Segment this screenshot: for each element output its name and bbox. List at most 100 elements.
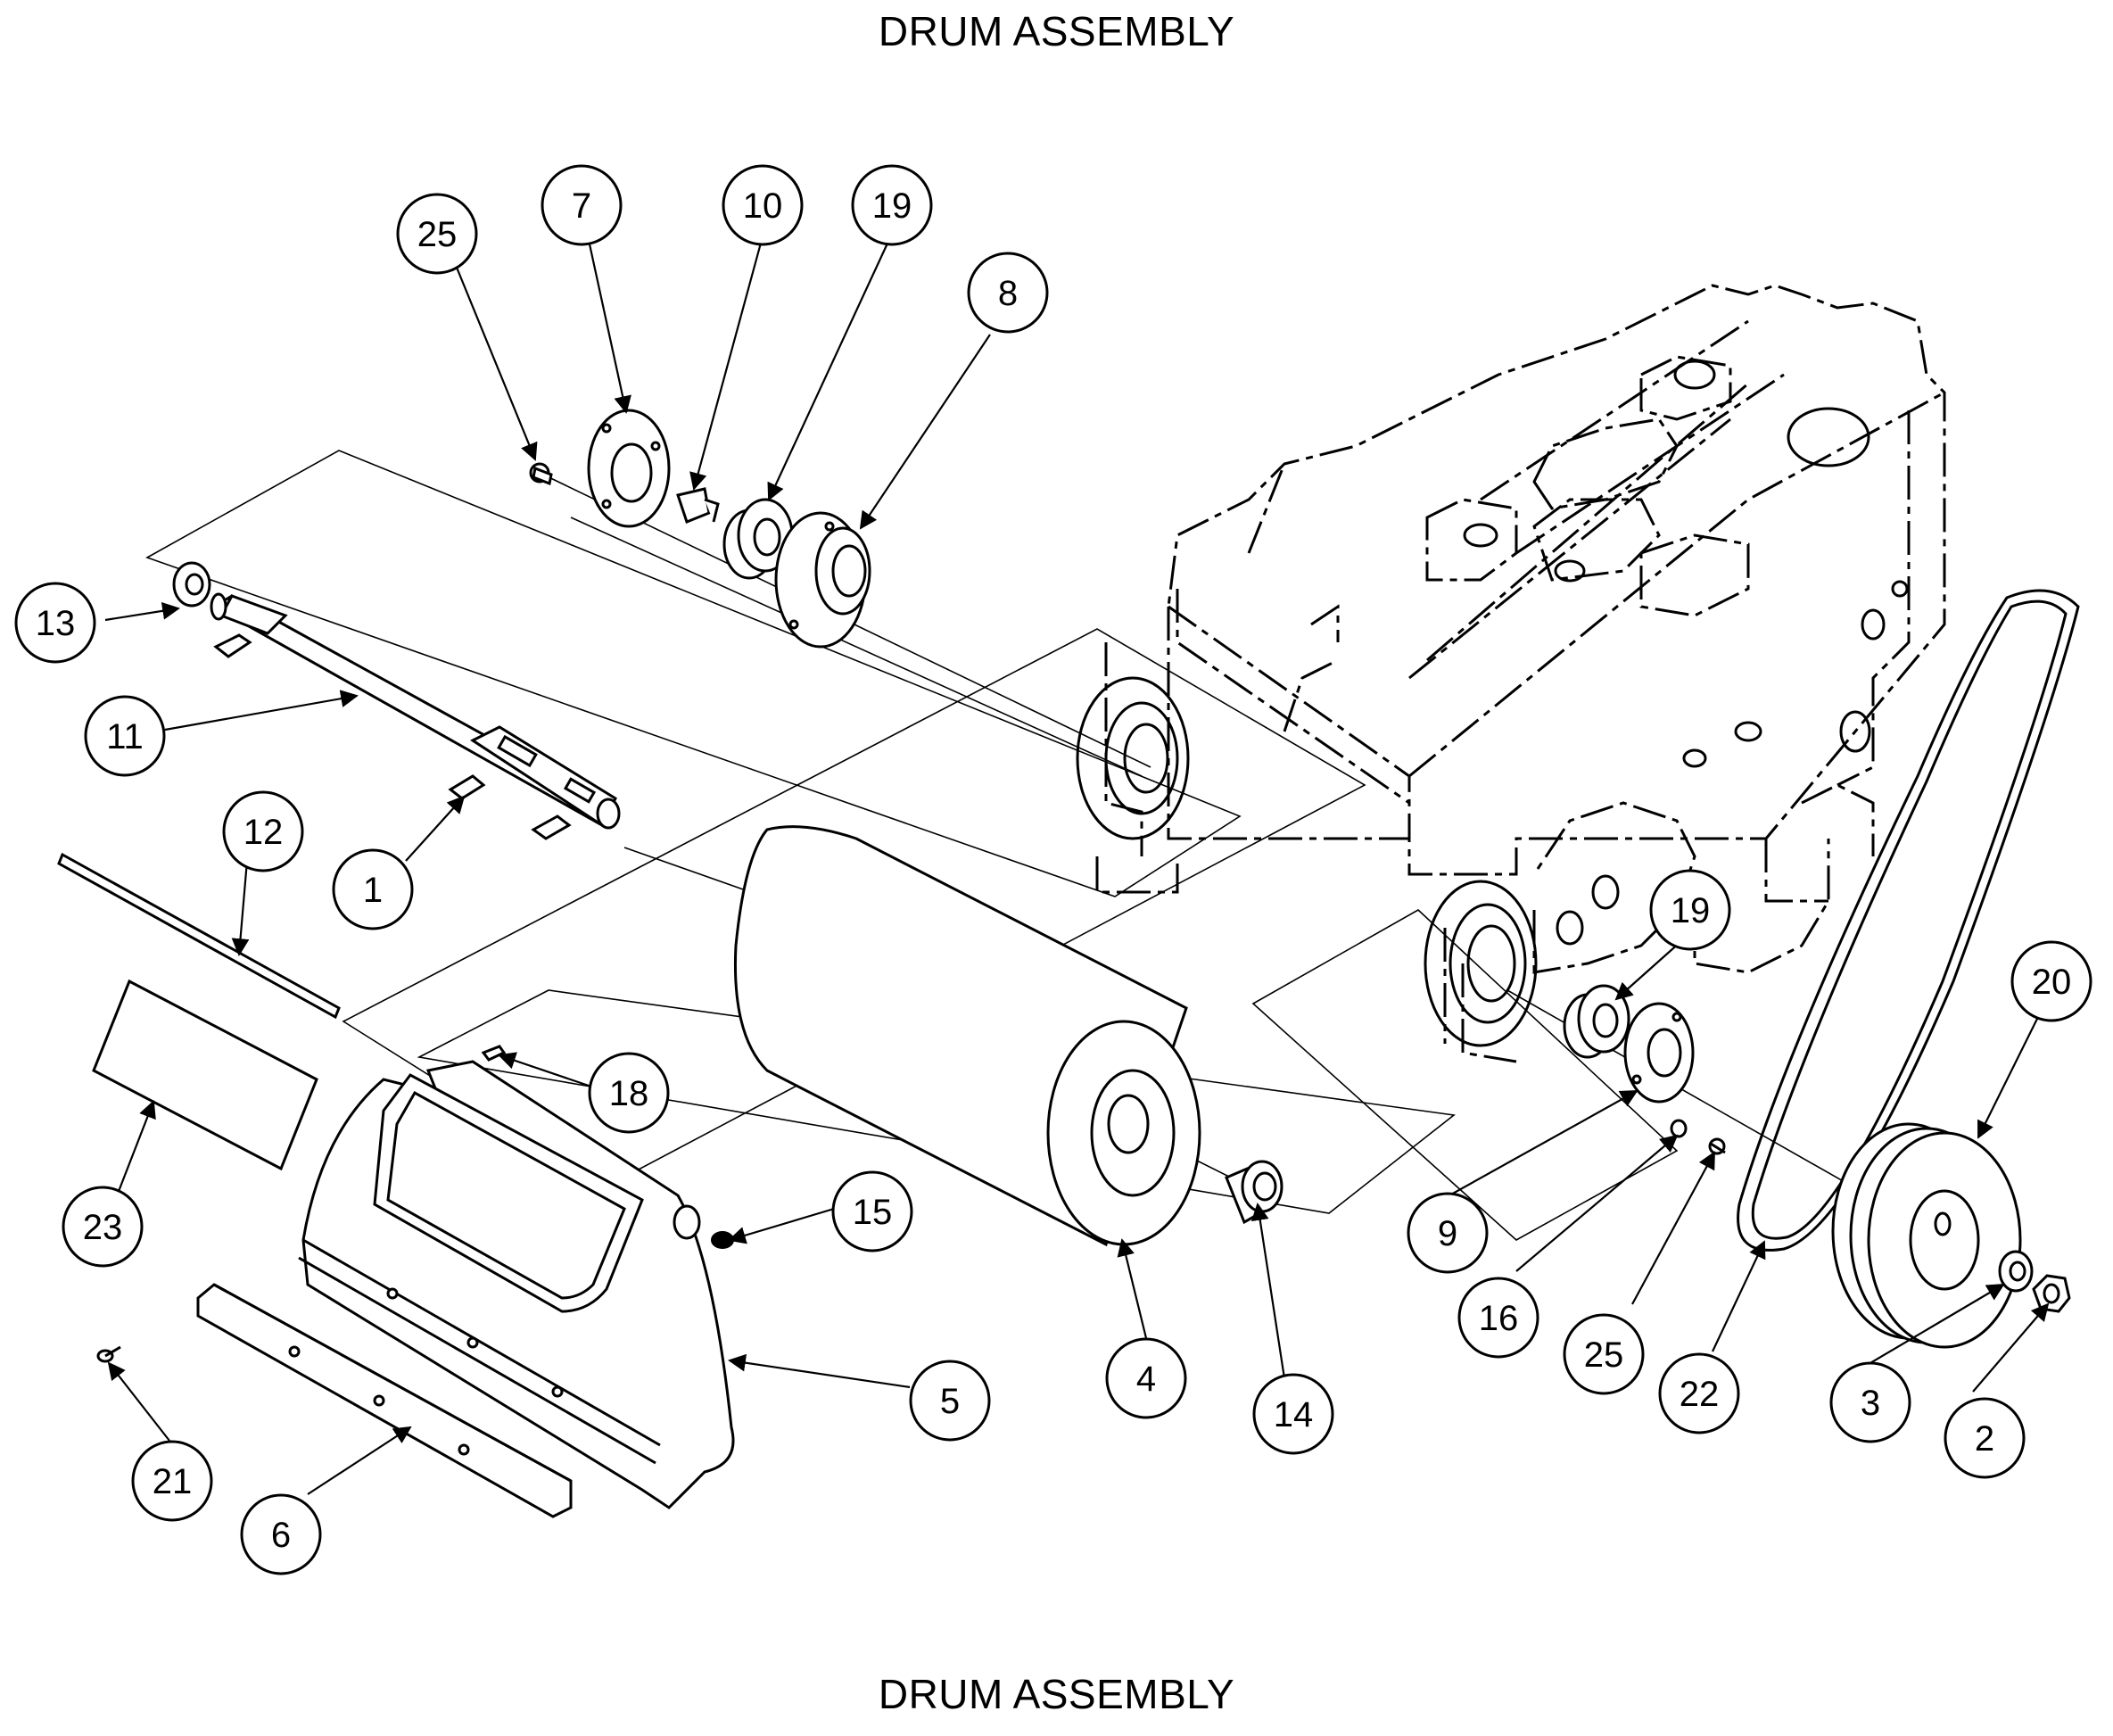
callout-18: 18 [588, 1052, 670, 1134]
callout-12: 12 [222, 790, 304, 872]
callout-label: 19 [872, 186, 912, 226]
callout-circle [1829, 1361, 1911, 1443]
callout-label: 10 [743, 186, 783, 226]
callout-8: 8 [967, 252, 1049, 334]
callout-label: 1 [363, 871, 383, 910]
callout-21: 21 [131, 1440, 213, 1522]
callout-label: 19 [1671, 891, 1711, 930]
callout-circle [1252, 1373, 1334, 1455]
bearing-part-19-upper [722, 498, 794, 580]
callout-15: 15 [831, 1170, 913, 1252]
callout-circle [588, 1052, 670, 1134]
callout-circle [2010, 940, 2092, 1022]
callout-circle [1105, 1337, 1187, 1419]
housing-bearing-flange-left [1076, 676, 1190, 840]
callout-circle [1649, 869, 1731, 951]
callout-label: 12 [243, 813, 284, 852]
bar-part-6 [196, 1283, 573, 1518]
shaft-part-11 [210, 592, 621, 830]
callout-11: 11 [84, 695, 166, 777]
callout-circle [62, 1186, 144, 1268]
callout-group: 25 7 10 19 8 13 11 12 1 18 15 23 5 4 14 21 6 19 20 9 16 25 22 3… [14, 164, 2092, 1575]
callout-circle [541, 164, 623, 246]
nut-part-2 [2032, 1274, 2071, 1313]
callout-label: 3 [1861, 1384, 1880, 1423]
machine-frame-housing [1095, 284, 1946, 1063]
decal-part-23 [92, 979, 318, 1171]
callout-circle [131, 1440, 213, 1522]
screw-part-25-lower [1708, 1137, 1726, 1155]
leader-lines [104, 231, 2050, 1495]
bushing-part-14 [1225, 1160, 1283, 1225]
callout-circle [332, 848, 414, 930]
callout-7: 7 [541, 164, 623, 246]
callout-6: 6 [240, 1493, 322, 1575]
flange-bearing-part-8 [774, 511, 871, 649]
callout-label: 11 [106, 717, 144, 756]
callout-20: 20 [2010, 940, 2092, 1022]
callout-22: 22 [1658, 1352, 1740, 1434]
housing-bearing-flange-right [1424, 880, 1538, 1047]
screw-part-25-upper [529, 462, 553, 486]
washer-part-3 [1998, 1250, 2034, 1293]
flange-part-7 [587, 409, 671, 528]
callout-circle [967, 252, 1049, 334]
callout-label: 22 [1680, 1375, 1720, 1414]
callout-label: 2 [1975, 1419, 1994, 1459]
bolt-part-10 [676, 487, 720, 524]
callout-label: 15 [853, 1193, 893, 1232]
callout-label: 23 [83, 1208, 123, 1247]
callout-label: 21 [153, 1462, 193, 1501]
diagram-title-bottom: DRUM ASSEMBLY [878, 1671, 1235, 1717]
callout-2: 2 [1944, 1397, 2026, 1479]
callout-label: 25 [1584, 1335, 1624, 1375]
callout-circle [1658, 1352, 1740, 1434]
callout-circle [1563, 1313, 1645, 1395]
rod-part-12 [57, 852, 341, 1020]
callout-23: 23 [62, 1186, 144, 1268]
retainer-part-9 [1623, 1002, 1695, 1104]
callout-13: 13 [14, 582, 96, 664]
key-part-1 [213, 633, 572, 840]
callout-14: 14 [1252, 1373, 1334, 1455]
callout-circle [722, 164, 804, 246]
callout-25a: 25 [396, 193, 478, 275]
callout-4: 4 [1105, 1337, 1187, 1419]
callout-5: 5 [909, 1360, 991, 1442]
callout-label: 13 [36, 604, 76, 643]
callout-label: 6 [271, 1516, 291, 1555]
callout-label: 9 [1438, 1214, 1457, 1253]
bearing-part-19-lower [1563, 984, 1630, 1059]
callout-label: 7 [572, 186, 591, 226]
callout-19b: 19 [1649, 869, 1731, 951]
callout-label: 5 [940, 1382, 960, 1421]
washer-part-16 [1670, 1119, 1688, 1138]
callout-3: 3 [1829, 1361, 1911, 1443]
callout-circle [14, 582, 96, 664]
callout-label: 4 [1136, 1360, 1156, 1399]
callout-label: 25 [417, 215, 458, 254]
callout-label: 16 [1479, 1299, 1519, 1338]
belt-part-22 [1737, 589, 2080, 1252]
callout-19a: 19 [851, 164, 933, 246]
callout-circle [84, 695, 166, 777]
callout-circle [831, 1170, 913, 1252]
callout-label: 14 [1274, 1395, 1314, 1434]
pulley-part-20 [1831, 1122, 2022, 1349]
callout-circle [1407, 1192, 1489, 1274]
cover-part-5 [298, 1060, 735, 1509]
callout-label: 20 [2032, 963, 2072, 1002]
callout-10: 10 [722, 164, 804, 246]
callout-circle [240, 1493, 322, 1575]
pin-part-18 [481, 1045, 507, 1062]
callout-circle [1944, 1397, 2026, 1479]
diagram-title-top: DRUM ASSEMBLY [878, 8, 1235, 54]
drum-part-4 [733, 825, 1201, 1247]
callout-circle [1457, 1277, 1539, 1359]
callout-circle [396, 193, 478, 275]
screw-part-21 [96, 1345, 121, 1363]
callout-label: 18 [609, 1074, 649, 1113]
callout-16: 16 [1457, 1277, 1539, 1359]
callout-label: 8 [998, 274, 1018, 313]
